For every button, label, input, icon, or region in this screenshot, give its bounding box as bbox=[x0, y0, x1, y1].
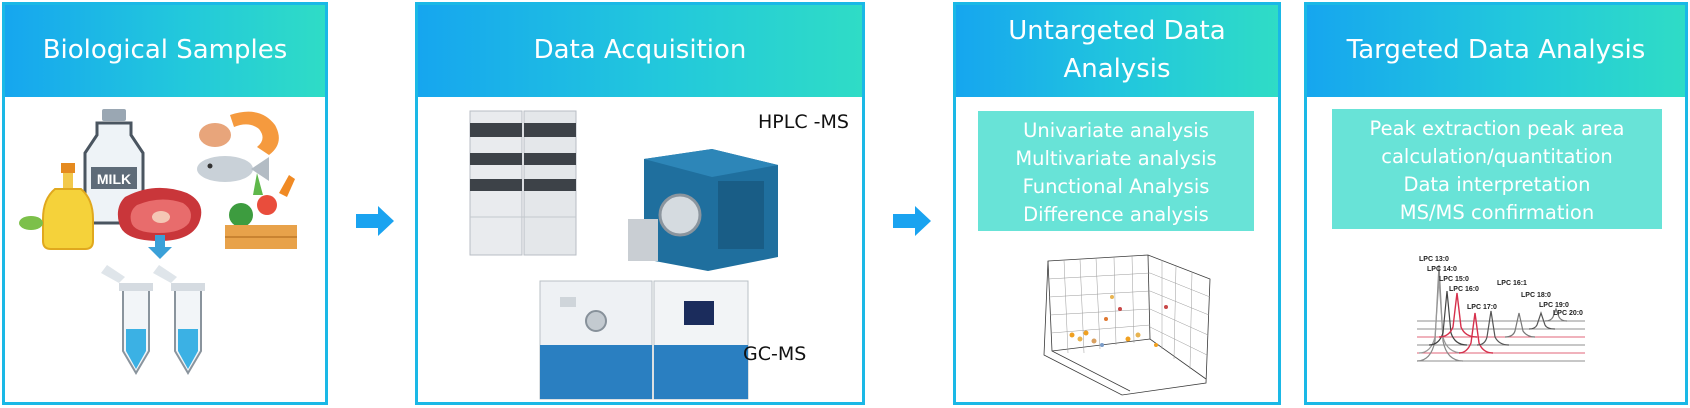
list-item: Peak extraction peak area bbox=[1369, 117, 1625, 140]
peak-label: LPC 14:0 bbox=[1427, 266, 1457, 273]
peak-label: LPC 17:0 bbox=[1467, 304, 1497, 311]
hplc-ms-label: HPLC -MS bbox=[758, 111, 849, 133]
peak-label: LPC 16:0 bbox=[1449, 286, 1479, 293]
flow-arrow-icon bbox=[356, 206, 394, 236]
list-item: Multivariate analysis bbox=[1015, 147, 1217, 170]
panel-title-data-acquisition: Data Acquisition bbox=[418, 5, 862, 97]
panel-title-biological-samples: Biological Samples bbox=[5, 5, 325, 97]
list-item: MS/MS confirmation bbox=[1399, 201, 1595, 224]
chromatogram-peaks-icon: LPC 13:0 LPC 14:0 LPC 15:0 LPC 16:0 LPC … bbox=[1416, 256, 1585, 362]
list-item: Functional Analysis bbox=[1022, 175, 1210, 198]
peak-label: LPC 16:1 bbox=[1497, 280, 1527, 287]
vegetable-crate-icon bbox=[225, 173, 297, 249]
data-acquisition-panel: Data Acquisition bbox=[415, 2, 865, 405]
flow-arrow-icon bbox=[893, 206, 931, 236]
untargeted-methods-list: Univariate analysis Multivariate analysi… bbox=[978, 111, 1254, 231]
sample-tubes-icon bbox=[101, 265, 205, 375]
untargeted-analysis-panel: Untargeted Data Analysis Univariate anal… bbox=[953, 2, 1281, 405]
steak-icon bbox=[117, 187, 202, 241]
list-item: Data interpretation bbox=[1403, 173, 1591, 196]
list-item: Difference analysis bbox=[1023, 203, 1209, 226]
peak-label: LPC 20:0 bbox=[1553, 310, 1583, 317]
targeted-body: Peak extraction peak area calculation/qu… bbox=[1307, 97, 1685, 402]
targeted-methods-list: Peak extraction peak area calculation/qu… bbox=[1332, 109, 1662, 229]
list-item: Univariate analysis bbox=[1023, 119, 1209, 142]
peak-label: LPC 19:0 bbox=[1539, 302, 1569, 309]
panel-title-targeted: Targeted Data Analysis bbox=[1307, 5, 1685, 97]
panel-title-untargeted-text: Untargeted Data Analysis bbox=[1008, 16, 1226, 84]
gc-ms-label: GC-MS bbox=[743, 343, 807, 365]
targeted-analysis-panel: Targeted Data Analysis Peak extraction p… bbox=[1304, 2, 1688, 405]
hplc-instrument-icon bbox=[469, 110, 577, 256]
milk-label: MILK bbox=[97, 171, 131, 187]
peak-label: LPC 15:0 bbox=[1439, 276, 1469, 283]
panel-title-untargeted: Untargeted Data Analysis bbox=[956, 5, 1278, 97]
gc-ms-instrument-icon bbox=[539, 280, 749, 400]
peak-label: LPC 13:0 bbox=[1419, 256, 1449, 263]
3d-scatter-plot-icon bbox=[1043, 254, 1211, 396]
down-arrow-icon bbox=[148, 235, 172, 259]
samples-illustration: MILK bbox=[5, 97, 325, 402]
acquisition-illustration: HPLC -MS GC-MS bbox=[418, 97, 862, 402]
seafood-icon bbox=[197, 111, 279, 182]
biological-samples-panel: Biological Samples MILK bbox=[2, 2, 328, 405]
mass-spectrometer-icon bbox=[628, 149, 778, 271]
list-item: calculation/quantitation bbox=[1381, 145, 1613, 168]
oil-bottle-icon bbox=[19, 163, 94, 250]
untargeted-body: Univariate analysis Multivariate analysi… bbox=[956, 97, 1278, 402]
peak-label: LPC 18:0 bbox=[1521, 292, 1551, 299]
